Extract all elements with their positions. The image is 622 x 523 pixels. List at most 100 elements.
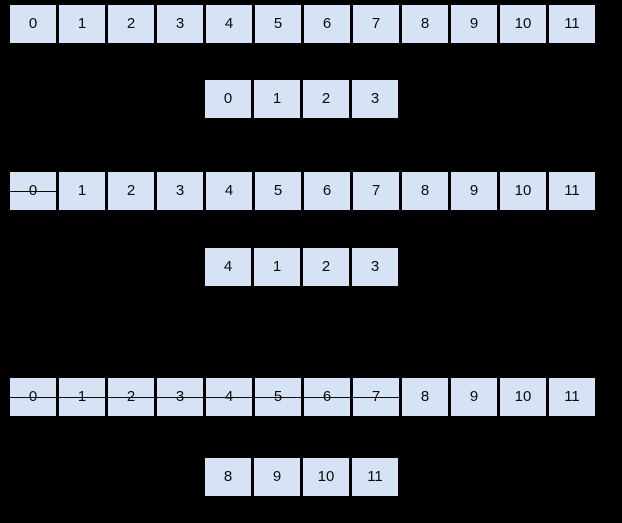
array-cell[interactable]: 8 <box>402 378 448 416</box>
array-cell[interactable]: 11 <box>549 5 595 43</box>
array-cell[interactable]: 2 <box>108 5 154 43</box>
array-cell-label: 11 <box>564 15 580 32</box>
array-cell-label: 5 <box>273 15 283 32</box>
array-cell-label: 10 <box>514 388 532 405</box>
array-cell[interactable]: 9 <box>254 458 300 496</box>
array-cell-label: 4 <box>224 182 234 199</box>
array-cell[interactable]: 0 <box>10 172 56 210</box>
array-cell[interactable]: 1 <box>56 378 108 416</box>
array-cell-label: 9 <box>469 15 479 32</box>
array-cell-label: 8 <box>420 182 430 199</box>
strikethrough-line <box>10 191 56 192</box>
array-cell[interactable]: 0 <box>10 5 56 43</box>
array-cell[interactable]: 4 <box>203 378 255 416</box>
array-cell-label: 10 <box>514 182 532 199</box>
array-cell-label: 2 <box>126 182 136 199</box>
array-cell[interactable]: 4 <box>206 172 252 210</box>
sub-array-row-3: 8 9 10 11 <box>205 458 398 496</box>
array-cell-label: 2 <box>321 90 331 107</box>
array-cell[interactable]: 5 <box>255 172 301 210</box>
array-cell[interactable]: 11 <box>352 458 398 496</box>
array-cell-label: 9 <box>272 468 282 485</box>
array-cell-label: 1 <box>77 182 87 199</box>
array-cell-label: 0 <box>10 172 56 210</box>
array-cell-label: 3 <box>370 90 380 107</box>
array-cell[interactable]: 2 <box>303 80 349 118</box>
array-cell[interactable]: 10 <box>303 458 349 496</box>
sub-array-row-2: 4 1 2 3 <box>205 248 398 286</box>
array-cell-label: 7 <box>353 378 399 416</box>
array-cell-label: 0 <box>10 378 56 416</box>
array-cell[interactable]: 11 <box>549 378 595 416</box>
array-cell[interactable]: 8 <box>402 5 448 43</box>
array-cell-label: 4 <box>223 258 233 275</box>
full-array-row-2: 0 1 2 3 4 5 6 7 8 9 10 11 <box>10 172 595 210</box>
array-cell-label: 5 <box>255 378 301 416</box>
array-cell-label: 5 <box>273 182 283 199</box>
array-cell-label: 3 <box>370 258 380 275</box>
array-cell-label: 10 <box>317 468 335 485</box>
array-cell[interactable]: 5 <box>252 378 304 416</box>
array-cell[interactable]: 9 <box>451 172 497 210</box>
array-cell[interactable]: 10 <box>500 378 546 416</box>
strikethrough-line <box>350 397 399 398</box>
array-cell[interactable]: 11 <box>549 172 595 210</box>
strikethrough-line <box>10 397 59 398</box>
strikethrough-line <box>301 397 353 398</box>
array-cell[interactable]: 2 <box>303 248 349 286</box>
array-cell[interactable]: 3 <box>157 172 203 210</box>
array-cell[interactable]: 1 <box>254 80 300 118</box>
array-cell[interactable]: 1 <box>59 172 105 210</box>
array-cell[interactable]: 0 <box>10 378 59 416</box>
array-cell[interactable]: 5 <box>255 5 301 43</box>
array-cell-label: 8 <box>420 15 430 32</box>
array-cell-label: 6 <box>322 182 332 199</box>
array-cell[interactable]: 8 <box>402 172 448 210</box>
strikethrough-line <box>56 397 108 398</box>
array-cell-label: 8 <box>223 468 233 485</box>
array-cell[interactable]: 6 <box>304 172 350 210</box>
array-cell[interactable]: 0 <box>205 80 251 118</box>
array-cell[interactable]: 1 <box>254 248 300 286</box>
array-cell[interactable]: 10 <box>500 5 546 43</box>
array-cell[interactable]: 6 <box>304 5 350 43</box>
array-cell[interactable]: 7 <box>350 378 399 416</box>
strikethrough-line <box>252 397 304 398</box>
array-cell[interactable]: 9 <box>451 5 497 43</box>
full-array-row-1: 0 1 2 3 4 5 6 7 8 9 10 11 <box>10 5 595 43</box>
array-cell-label: 6 <box>322 15 332 32</box>
array-cell-label: 1 <box>77 15 87 32</box>
array-cell[interactable]: 8 <box>205 458 251 496</box>
array-cell[interactable]: 3 <box>352 248 398 286</box>
strikethrough-line <box>154 397 206 398</box>
array-cell-label: 10 <box>514 15 532 32</box>
array-cell-label: 7 <box>371 15 381 32</box>
array-cell-label: 8 <box>420 388 430 405</box>
array-cell[interactable]: 3 <box>157 5 203 43</box>
array-cell[interactable]: 3 <box>352 80 398 118</box>
array-cell-label: 4 <box>224 15 234 32</box>
array-cell[interactable]: 7 <box>353 172 399 210</box>
strikethrough-line <box>105 397 157 398</box>
array-cell-label: 2 <box>126 15 136 32</box>
array-cell[interactable]: 6 <box>301 378 353 416</box>
array-cell-label: 3 <box>157 378 203 416</box>
array-cell-label: 11 <box>564 182 580 199</box>
array-cell[interactable]: 3 <box>154 378 206 416</box>
array-cell[interactable]: 4 <box>206 5 252 43</box>
array-cell-label: 1 <box>272 258 282 275</box>
array-cell[interactable]: 2 <box>105 378 157 416</box>
array-cell-label: 1 <box>59 378 105 416</box>
array-cell[interactable]: 7 <box>353 5 399 43</box>
array-cell[interactable]: 1 <box>59 5 105 43</box>
array-cell[interactable]: 9 <box>451 378 497 416</box>
array-cell-label: 2 <box>108 378 154 416</box>
array-cell[interactable]: 2 <box>108 172 154 210</box>
array-cell[interactable]: 4 <box>205 248 251 286</box>
array-cell-label: 3 <box>175 15 185 32</box>
array-cell-label: 4 <box>206 378 252 416</box>
array-cell[interactable]: 10 <box>500 172 546 210</box>
